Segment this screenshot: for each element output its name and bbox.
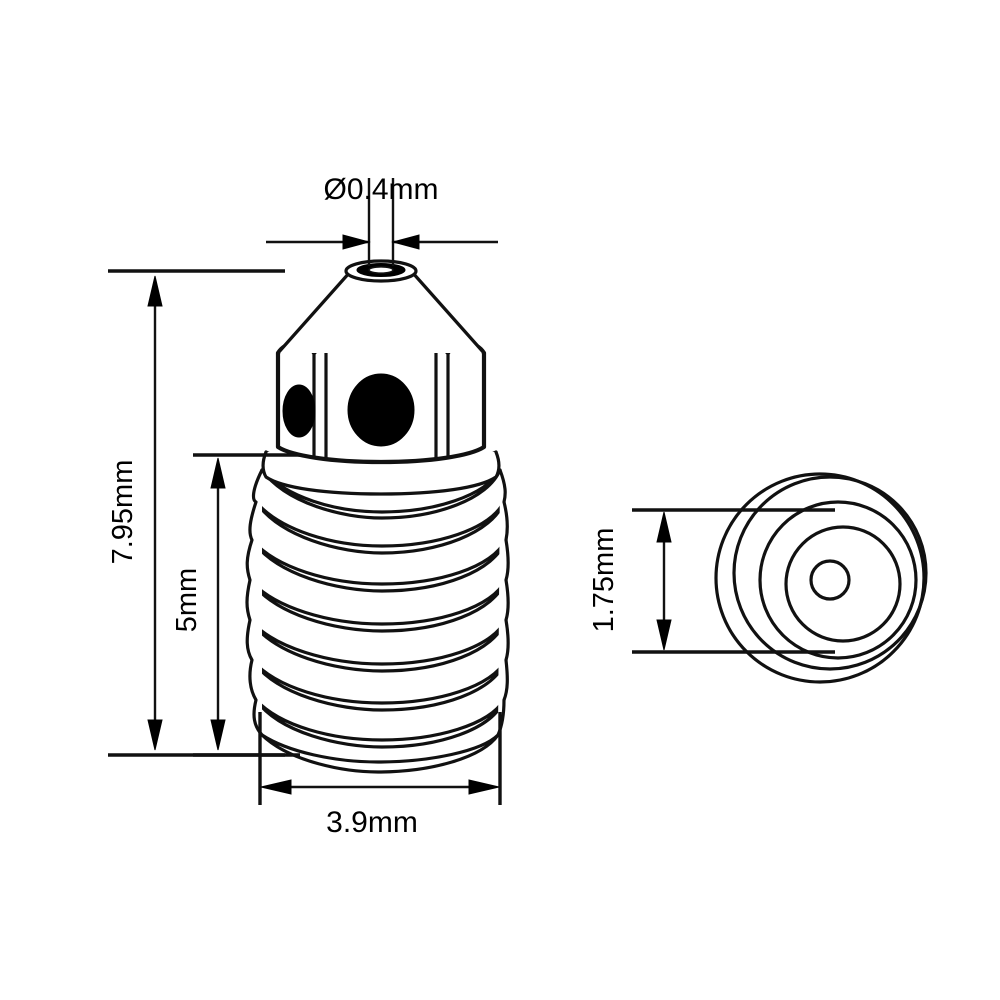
cone-body (276, 270, 486, 355)
front-elevation-view (245, 259, 510, 774)
thread-turn (254, 500, 506, 555)
bore-diameter-label: 1.75mm (588, 528, 620, 633)
arrowhead (210, 457, 226, 489)
orifice-diameter-label: Ø0.4mm (323, 173, 438, 206)
overall-length-label: 7.95mm (107, 460, 139, 565)
dimension-overall-length: 7.95mm (107, 269, 285, 757)
arrowhead (656, 511, 672, 543)
top-plan-view (714, 472, 928, 684)
center-bore-circle (809, 559, 851, 601)
dimension-bore-diameter: 1.75mm (588, 508, 835, 654)
arrowhead (210, 719, 226, 751)
shank-inner-circle (784, 525, 902, 643)
arrowhead (656, 619, 672, 651)
arrowhead (391, 234, 420, 250)
conical-tip (276, 259, 486, 355)
wrench-hole-large (347, 373, 415, 447)
arrowhead (260, 779, 292, 795)
outer-hex-circle (714, 472, 926, 684)
thread-diameter-label: 3.9mm (326, 806, 418, 839)
orifice-hole (368, 265, 394, 274)
dimension-thread-diameter: 3.9mm (258, 712, 502, 839)
hex-body (275, 331, 487, 465)
shank-left-edge (245, 468, 264, 737)
thread-length-label: 5mm (171, 568, 203, 632)
dimension-thread-length: 5mm (171, 453, 300, 757)
collar (261, 450, 501, 496)
wrench-hole-small (282, 384, 316, 438)
arrowhead (147, 719, 163, 751)
threaded-shank (245, 468, 510, 774)
arrowhead (468, 779, 500, 795)
collar-circle (732, 475, 928, 671)
shank-outer-circle (758, 500, 918, 660)
shank-right-edge (496, 468, 510, 737)
arrowhead (147, 275, 163, 307)
collar-lower-edge (261, 450, 501, 496)
dimension-orifice-diameter: Ø0.4mm (266, 173, 498, 266)
arrowhead (342, 234, 371, 250)
